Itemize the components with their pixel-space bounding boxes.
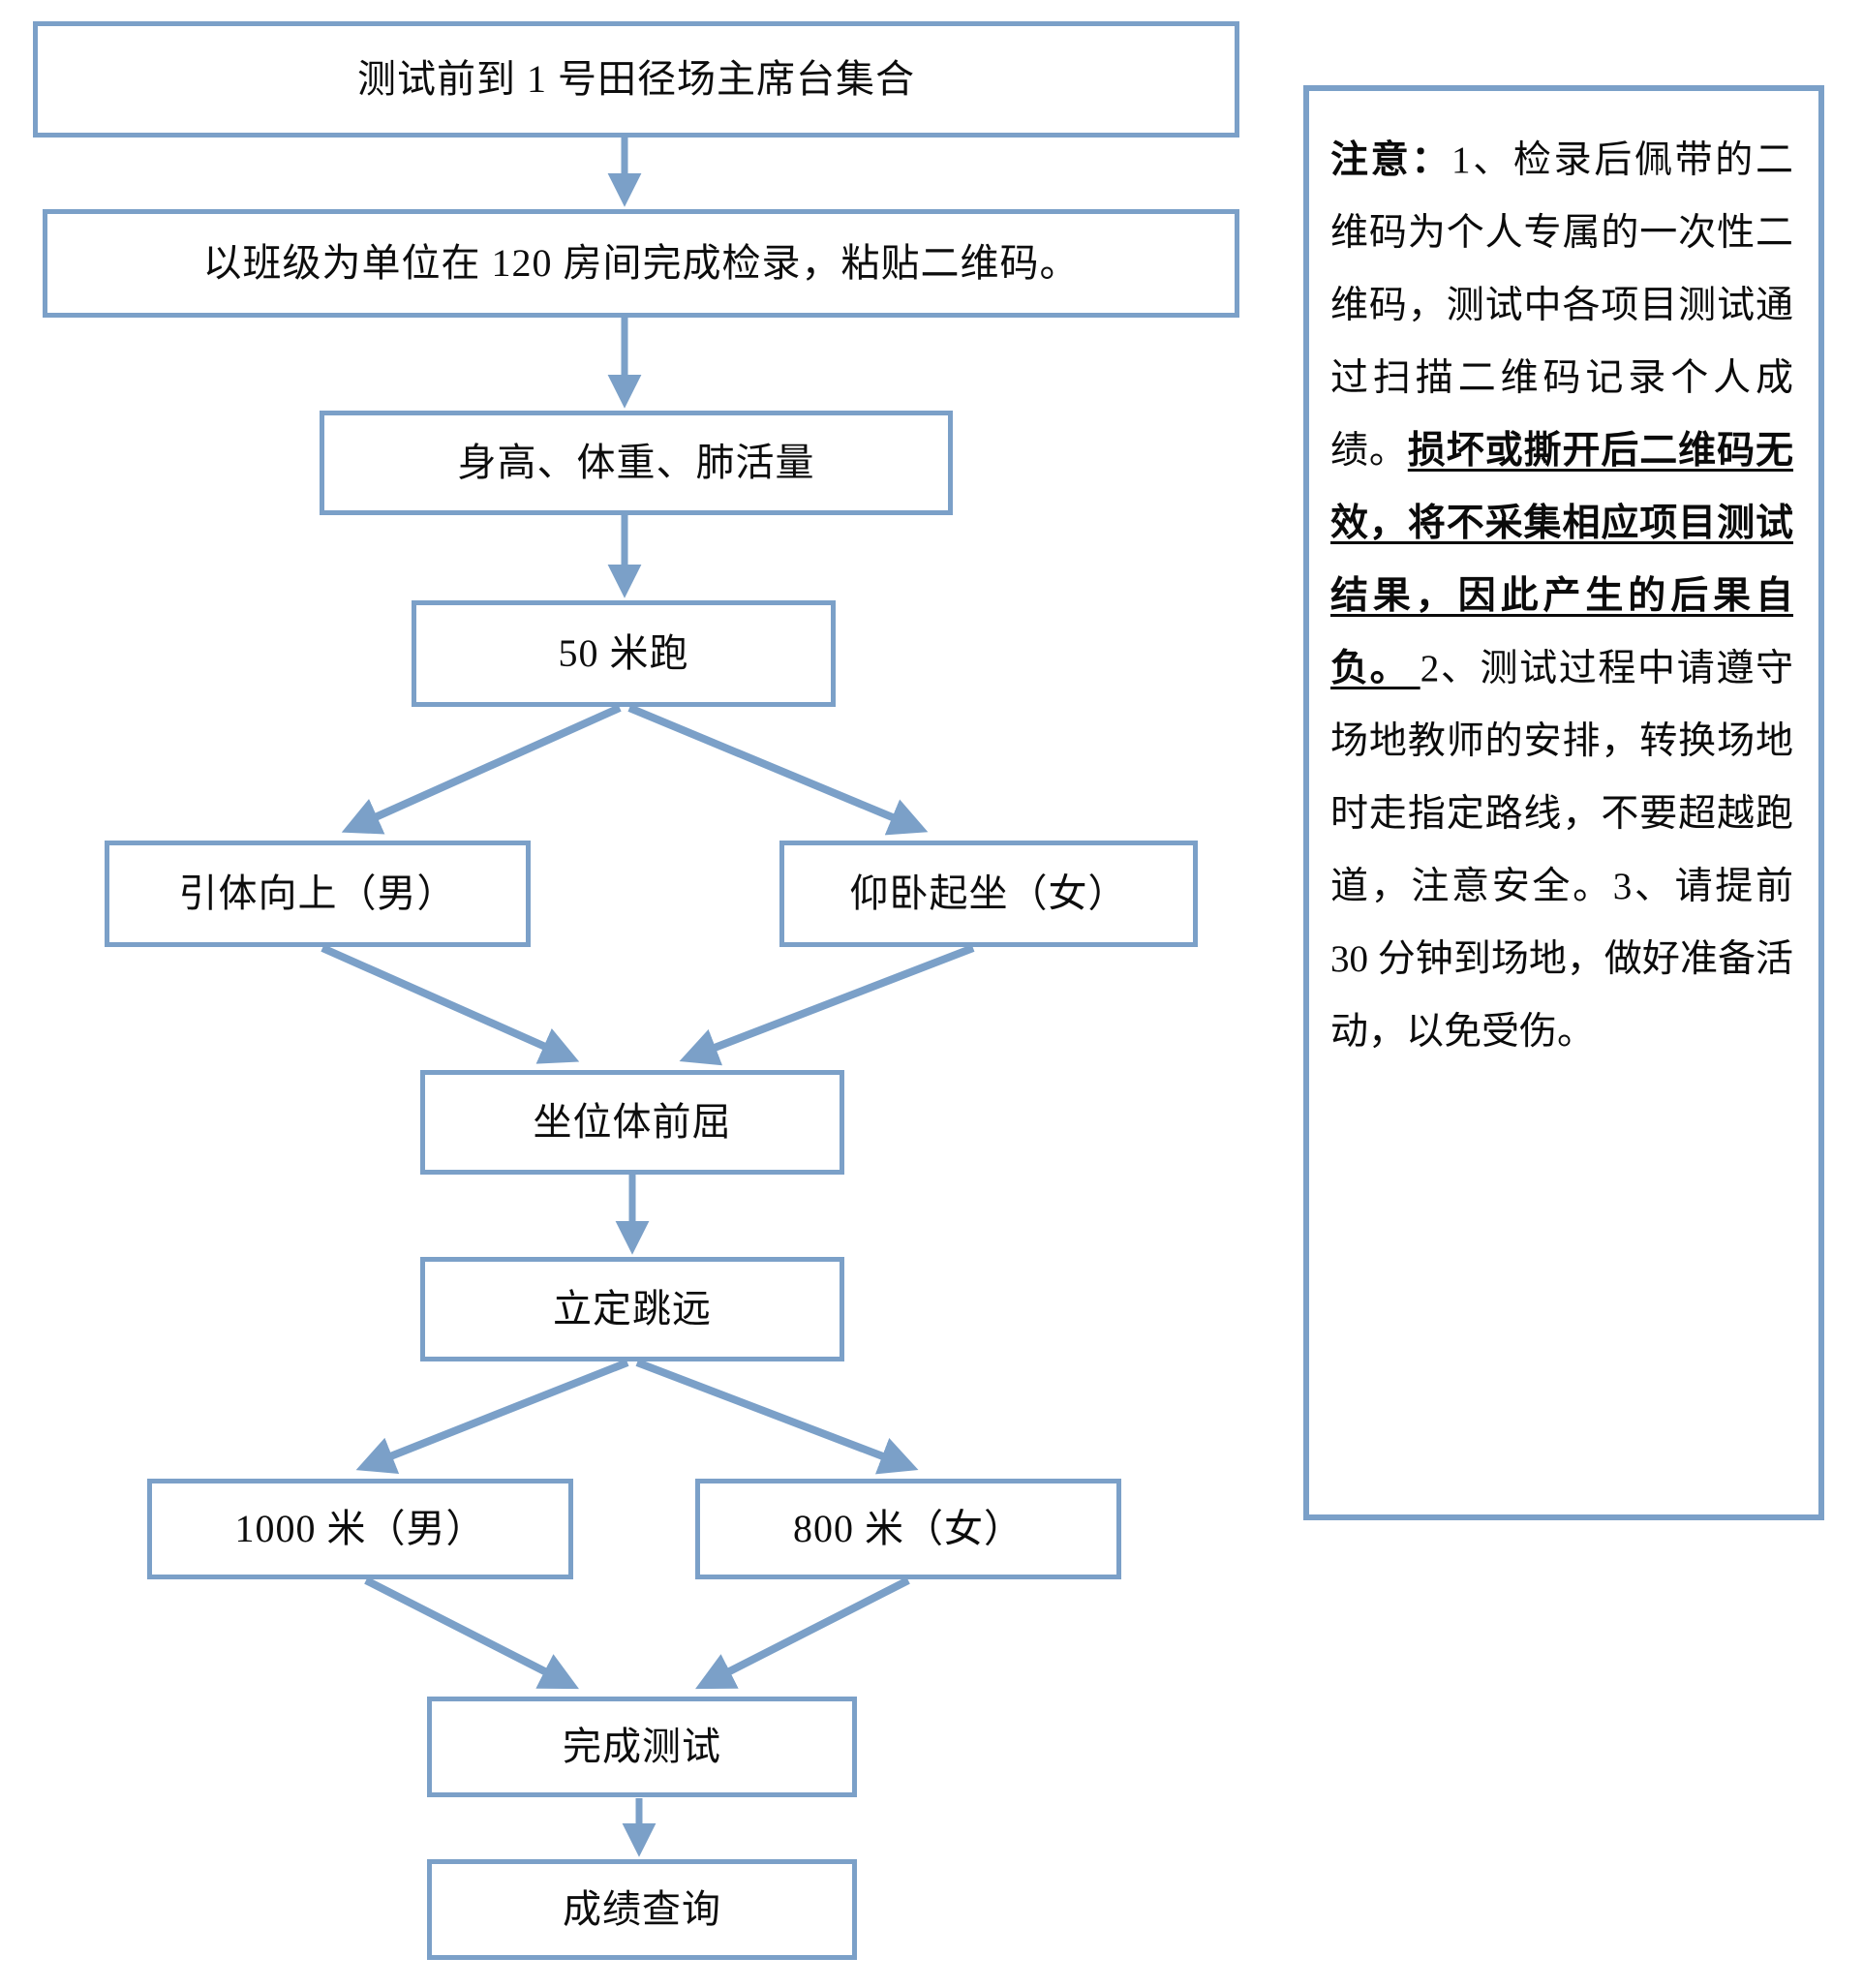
- flow-node-label: 50 米跑: [558, 631, 689, 675]
- flow-node-pullup-male[interactable]: 引体向上（男）: [105, 841, 531, 947]
- edge-longjump-run1000: [355, 1359, 629, 1474]
- flow-node-measure[interactable]: 身高、体重、肺活量: [320, 411, 953, 515]
- flow-node-label: 仰卧起坐（女）: [849, 872, 1128, 915]
- notice-item-2: 2、测试过程中请遵守场地教师的安排，转换场地时走指定路线，不要超越跑道，注意安全…: [1330, 648, 1793, 907]
- flow-node-standing-long-jump[interactable]: 立定跳远: [420, 1257, 844, 1361]
- flow-node-sit-and-reach[interactable]: 坐位体前屈: [420, 1070, 844, 1175]
- flow-node-score-query[interactable]: 成绩查询: [427, 1859, 857, 1960]
- flow-node-label: 引体向上（男）: [178, 872, 457, 915]
- flow-node-label: 以班级为单位在 120 房间完成检录，粘贴二维码。: [202, 241, 1080, 285]
- flow-node-label: 完成测试: [563, 1725, 721, 1768]
- edge-run800-finish: [695, 1576, 910, 1690]
- notice-item-1-emphasis: 损坏或撕开后二维码无效，将不采集相应项目测试结果，因此产生的后果自负。: [1330, 430, 1793, 689]
- flow-node-run1000-male[interactable]: 1000 米（男）: [147, 1479, 573, 1579]
- notice-heading: 注意：: [1330, 139, 1452, 181]
- edge-situp-sitreach: [679, 944, 975, 1066]
- notice-panel: 注意：1、检录后佩带的二维码为个人专属的一次性二维码，测试中各项目测试通过扫描二…: [1303, 85, 1824, 1520]
- flow-node-label: 坐位体前屈: [533, 1100, 732, 1144]
- notice-item-1-prefix: 1、检录后佩带的二维码为个人专属的一次性二维码，测试中各项目测试通过扫描二维码记…: [1330, 139, 1793, 472]
- edge-pullup-sitreach: [321, 944, 580, 1064]
- flow-node-finish-test[interactable]: 完成测试: [427, 1697, 857, 1797]
- flow-node-label: 测试前到 1 号田径场主席台集合: [357, 57, 915, 101]
- notice-item-3: 3、请提前 30 分钟到场地，做好准备活动，以免受伤。: [1330, 866, 1793, 1053]
- flow-node-checkin[interactable]: 以班级为单位在 120 房间完成检录，粘贴二维码。: [43, 209, 1239, 318]
- notice-text: 注意：1、检录后佩带的二维码为个人专属的一次性二维码，测试中各项目测试通过扫描二…: [1330, 124, 1793, 1068]
- flow-node-situp-female[interactable]: 仰卧起坐（女）: [779, 841, 1198, 947]
- edge-run1000-finish: [364, 1576, 579, 1690]
- flow-node-assemble[interactable]: 测试前到 1 号田径场主席台集合: [33, 21, 1239, 138]
- flow-node-label: 身高、体重、肺活量: [457, 441, 815, 484]
- edge-run50-pullup: [341, 704, 622, 835]
- flow-node-run50[interactable]: 50 米跑: [412, 600, 836, 707]
- edge-run50-situp: [627, 704, 929, 836]
- flow-node-label: 1000 米（男）: [234, 1507, 486, 1550]
- flow-node-label: 成绩查询: [563, 1887, 721, 1931]
- edge-longjump-run800: [635, 1359, 919, 1475]
- flow-node-label: 800 米（女）: [793, 1507, 1023, 1550]
- flow-node-run800-female[interactable]: 800 米（女）: [695, 1479, 1121, 1579]
- flow-node-label: 立定跳远: [553, 1287, 712, 1330]
